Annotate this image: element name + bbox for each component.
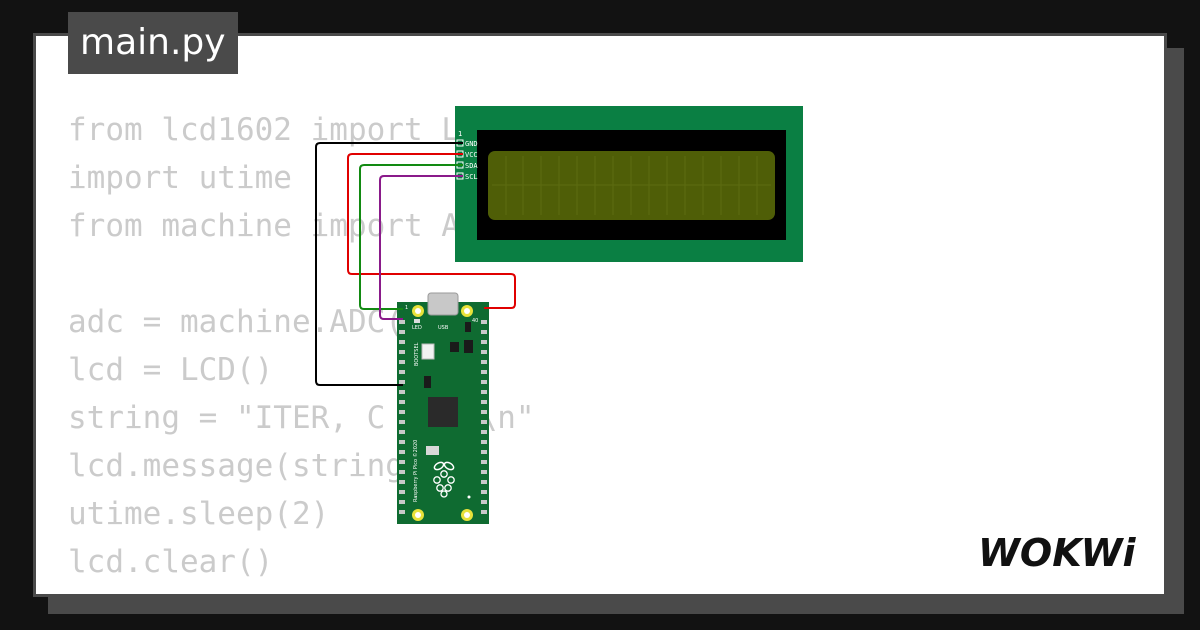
rp2040-chip <box>428 397 458 427</box>
pico-left-pin-column <box>399 320 405 514</box>
crystal-component <box>426 446 439 455</box>
board-text: Raspberry Pi Pico ©2020 <box>412 440 419 502</box>
usb-connector <box>427 292 459 316</box>
chip-component <box>464 340 473 353</box>
code-line: string = "ITER, C & F \n" <box>68 400 535 436</box>
pico-pin-40-label: 40 <box>472 318 478 324</box>
code-line: import utime <box>68 160 292 196</box>
lcd-character-cells <box>492 156 771 215</box>
lcd-pin-number: 1 <box>458 130 462 138</box>
file-tab[interactable]: main.py <box>68 12 238 74</box>
code-line: lcd.clear() <box>68 544 274 580</box>
pico-right-pin-column <box>481 320 487 514</box>
lcd-pin-scl: SCL <box>465 173 478 181</box>
pico-pin-1-label: 1 <box>405 305 408 311</box>
led-indicator <box>414 319 420 323</box>
usb-label: USB <box>438 325 449 331</box>
code-line: while True: <box>68 586 535 594</box>
lcd-pin-sda: SDA <box>465 162 478 170</box>
wire-scl[interactable] <box>379 175 463 320</box>
chip-component <box>450 342 459 352</box>
wire-gnd[interactable] <box>315 142 463 386</box>
wire-sda[interactable] <box>359 164 463 310</box>
raspberry-pi-pico[interactable]: 1 40 LED USB BOOTSEL Raspberry Pi Pico ©… <box>397 292 489 524</box>
raspberry-pi-logo-icon <box>433 461 455 498</box>
test-pad <box>467 495 471 499</box>
chip-component <box>424 376 431 388</box>
bootsel-label: BOOTSEL <box>414 342 420 366</box>
code-line: lcd.message(string) <box>68 448 423 484</box>
wire-vcc[interactable] <box>347 153 516 309</box>
wokwi-logo: WOKWi <box>978 531 1137 574</box>
code-line: utime.sleep(2) <box>68 496 330 532</box>
code-line: from machine import ADC <box>68 208 498 244</box>
mounting-holes <box>412 305 473 521</box>
bootsel-button[interactable] <box>421 343 435 360</box>
code-line: lcd = LCD() <box>68 352 274 388</box>
lcd-pin-vcc: VCC <box>465 151 478 159</box>
lcd-pin-gnd: GND <box>465 140 478 148</box>
chip-component <box>465 322 471 332</box>
led-label: LED <box>412 325 422 331</box>
lcd1602-module[interactable]: 1 GND VCC SDA SCL <box>455 106 803 262</box>
wokwi-logo-text: WOKWi <box>978 531 1137 574</box>
